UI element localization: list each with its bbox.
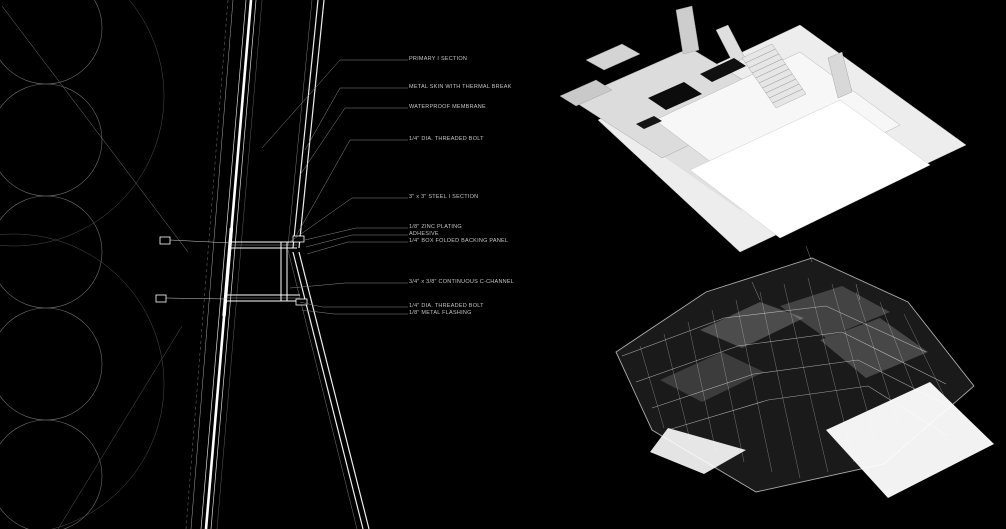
wall-anchor-bolt-bottom <box>155 294 167 303</box>
joint-detail <box>155 227 308 317</box>
model-bottom-ribs <box>639 277 949 479</box>
model-bottom-masts <box>751 245 861 301</box>
scallop-pattern <box>0 0 189 529</box>
leader-lines <box>261 59 408 315</box>
model-top-stair <box>741 43 807 109</box>
model-top <box>559 5 967 253</box>
wall-section <box>185 0 263 529</box>
metal-skin <box>287 0 370 529</box>
model-bottom-ridges <box>621 305 961 437</box>
model-bottom <box>615 245 994 498</box>
wall-anchor-bolt-top <box>159 236 171 245</box>
model-bottom-panels <box>660 286 928 402</box>
model-bottom-base <box>826 382 994 498</box>
model-top-fin <box>675 5 700 55</box>
threaded-bolt-bottom <box>295 298 308 306</box>
threaded-bolt-top <box>292 235 305 243</box>
model-bottom-hull <box>615 257 975 493</box>
